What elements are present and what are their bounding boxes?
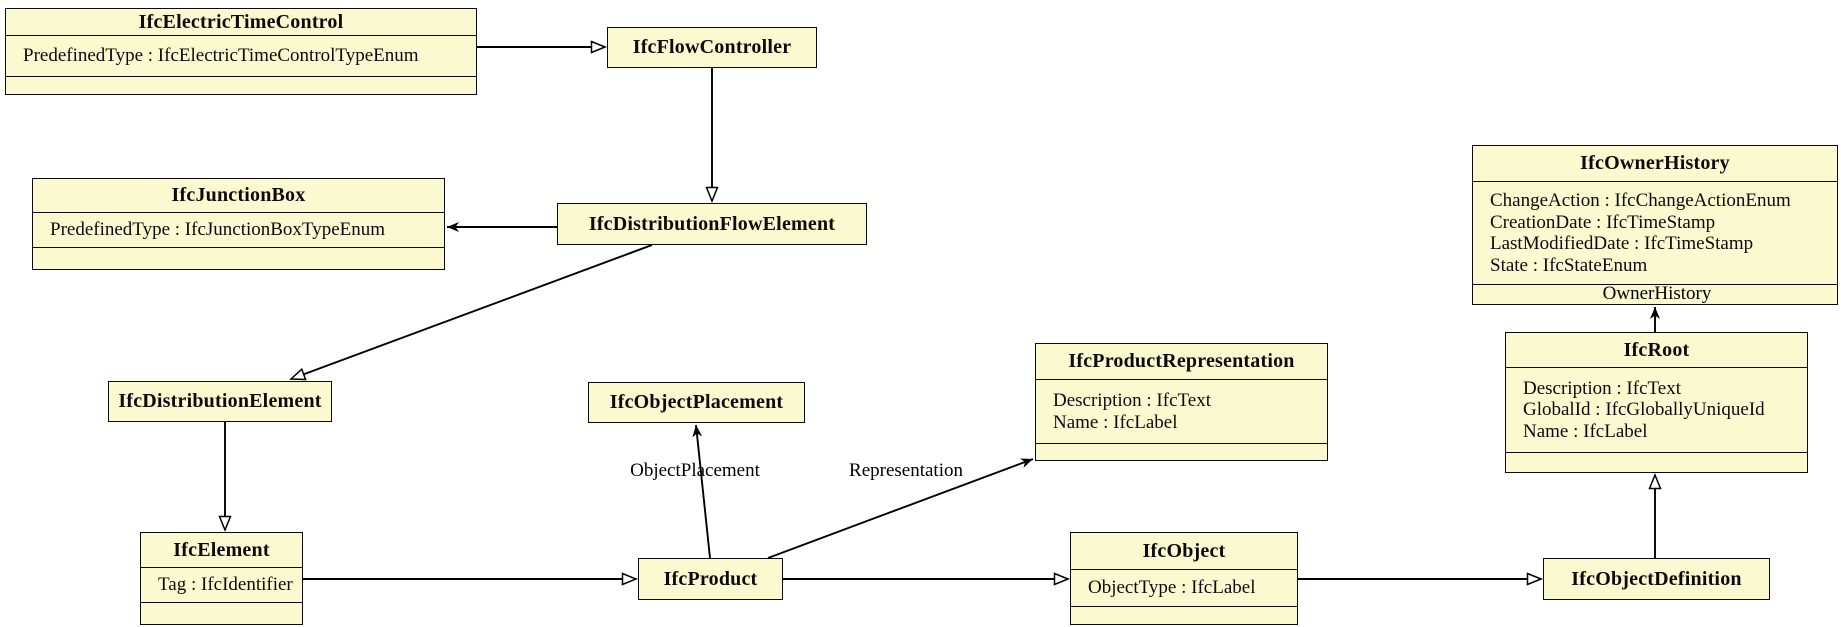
class-empty-compartment (1071, 606, 1297, 624)
class-box-ifc-object-definition: IfcObjectDefinition (1543, 558, 1770, 600)
class-attribute: Name : IfcLabel (1523, 420, 1648, 442)
class-title: IfcProductRepresentation (1068, 350, 1295, 372)
class-attributes: PredefinedType : IfcElectricTimeControlT… (6, 35, 476, 76)
class-attribute: Description : IfcText (1053, 390, 1212, 411)
class-empty-compartment (33, 247, 444, 269)
class-box-ifc-distribution-flow-element: IfcDistributionFlowElement (557, 203, 867, 245)
edge-inheritance-ifc-distribution-flow-element-to-ifc-distribution-element (291, 244, 653, 379)
class-attribute: ObjectType : IfcLabel (1088, 577, 1256, 599)
class-title: IfcElectricTimeControl (138, 10, 344, 33)
class-attributes: Tag : IfcIdentifier (141, 567, 302, 602)
class-attributes: PredefinedType : IfcJunctionBoxTypeEnum (33, 212, 444, 247)
class-attribute: Description : IfcText (1523, 377, 1682, 399)
class-title: IfcObject (1142, 539, 1226, 562)
class-attributes: ObjectType : IfcLabel (1071, 569, 1297, 606)
class-empty-compartment (1506, 452, 1807, 472)
class-attribute: CreationDate : IfcTimeStamp (1490, 211, 1716, 233)
class-attribute: PredefinedType : IfcElectricTimeControlT… (23, 45, 419, 67)
class-box-ifc-flow-controller: IfcFlowController (607, 27, 817, 68)
class-title: IfcJunctionBox (171, 184, 306, 206)
class-attribute: ChangeAction : IfcChangeActionEnum (1490, 190, 1791, 211)
class-title: IfcRoot (1623, 338, 1690, 361)
class-box-ifc-object-placement: IfcObjectPlacement (588, 382, 805, 423)
class-box-ifc-product: IfcProduct (638, 558, 783, 600)
class-empty-compartment (141, 602, 302, 624)
edge-label-representation: Representation (849, 460, 963, 481)
class-title: IfcObjectPlacement (609, 391, 784, 413)
class-title: IfcObjectDefinition (1571, 567, 1742, 590)
class-box-ifc-distribution-element: IfcDistributionElement (108, 381, 332, 422)
class-title: IfcOwnerHistory (1580, 152, 1730, 174)
class-title: IfcFlowController (632, 36, 792, 58)
class-empty-compartment (6, 76, 476, 94)
class-attribute: GlobalId : IfcGloballyUniqueId (1523, 399, 1765, 421)
class-attribute: PredefinedType : IfcJunctionBoxTypeEnum (50, 219, 386, 241)
class-attribute: Tag : IfcIdentifier (158, 574, 293, 596)
edge-label-objectplacement: ObjectPlacement (630, 460, 760, 481)
class-attribute: Name : IfcLabel (1053, 411, 1178, 433)
class-title: IfcProduct (663, 567, 758, 590)
class-empty-compartment (1473, 284, 1837, 304)
class-attribute: LastModifiedDate : IfcTimeStamp (1490, 233, 1754, 254)
edge-association-ifc-product-to-ifc-object-placement (692, 424, 711, 559)
class-title: IfcDistributionFlowElement (588, 212, 836, 235)
class-title: IfcDistributionElement (118, 390, 322, 412)
edge-association-ifc-product-to-ifc-product-representation (767, 458, 1034, 559)
class-empty-compartment (1036, 443, 1327, 460)
class-attribute: State : IfcStateEnum (1490, 254, 1648, 276)
class-title: IfcElement (173, 538, 270, 561)
edge-label-ownerhistory: OwnerHistory (1602, 283, 1712, 304)
